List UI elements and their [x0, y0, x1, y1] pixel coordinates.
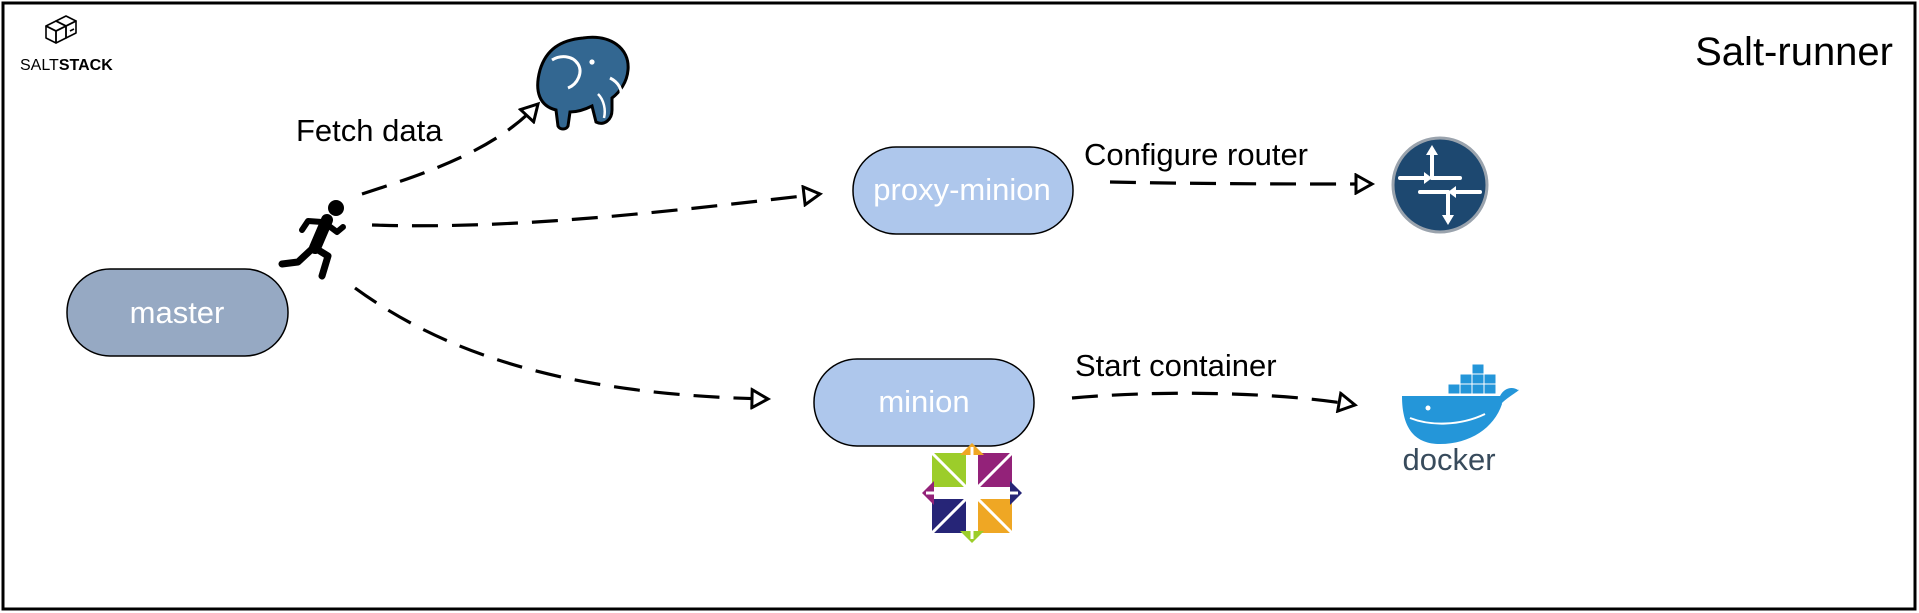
saltstack-cube-icon [45, 15, 77, 44]
label-start-container: Start container [1075, 348, 1277, 383]
docker-wordmark: docker [1402, 442, 1495, 477]
node-master-label: master [130, 295, 225, 330]
node-master: master [66, 268, 289, 357]
arrow-to-minion [354, 286, 768, 399]
arrows [354, 104, 1372, 405]
docker-whale-icon: docker [1402, 363, 1519, 477]
centos-icon [922, 443, 1022, 543]
router-icon [1391, 136, 1489, 234]
arrow-to-proxy-minion [371, 194, 820, 228]
saltstack-logo: SALTSTACK [20, 15, 113, 74]
label-fetch-data: Fetch data [296, 113, 443, 148]
diagram-title: Salt-runner [1695, 30, 1893, 74]
arrow-configure-router [1109, 182, 1372, 184]
node-minion: minion [813, 358, 1035, 447]
node-proxy-minion-label: proxy-minion [873, 172, 1050, 207]
arrow-start-container [1071, 393, 1355, 405]
saltstack-wordmark: SALTSTACK [20, 57, 113, 74]
label-configure-router: Configure router [1084, 137, 1308, 172]
node-proxy-minion: proxy-minion [852, 146, 1074, 235]
postgresql-elephant-icon [536, 35, 630, 131]
runner-icon [278, 200, 346, 280]
node-minion-label: minion [878, 384, 969, 419]
arrow-fetch-data [361, 104, 538, 196]
